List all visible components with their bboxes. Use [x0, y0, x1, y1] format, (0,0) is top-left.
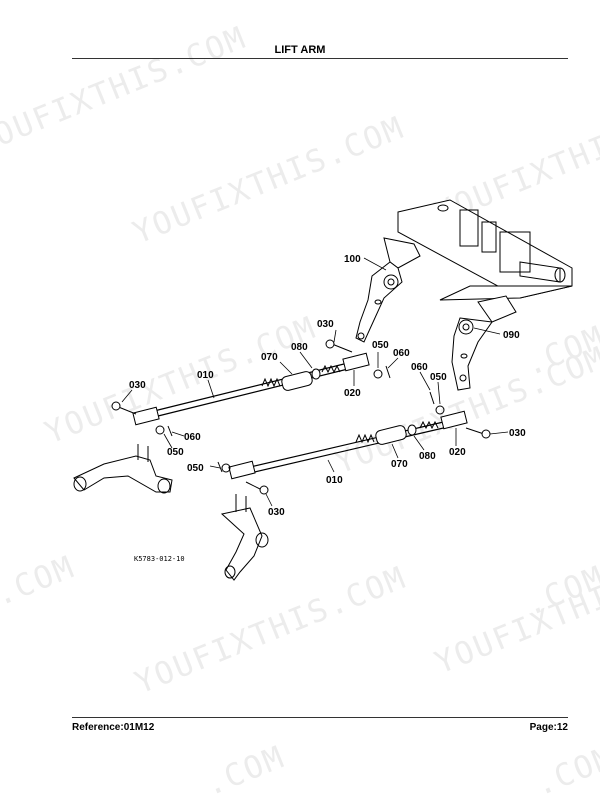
leader-lines	[121, 257, 509, 507]
callout-label: 020	[449, 447, 466, 458]
callout-label: 050	[187, 463, 204, 474]
upper-rod-assembly	[111, 339, 391, 437]
callout-label: 030	[317, 319, 334, 330]
callout-label: 030	[509, 428, 526, 439]
callout-label: 050	[430, 372, 447, 383]
frame-plate	[397, 199, 573, 301]
callout-label: 080	[419, 451, 436, 462]
callout-label: 010	[197, 370, 214, 381]
callout-label: 050	[167, 447, 184, 458]
lift-arm-090	[451, 295, 517, 391]
callout-label: 080	[291, 342, 308, 353]
lower-link-right	[220, 494, 269, 581]
callout-label: 060	[184, 432, 201, 443]
callout-label: 030	[129, 380, 146, 391]
callout-label: 070	[391, 459, 408, 470]
callout-label: 030	[268, 507, 285, 518]
header-rule	[72, 58, 568, 59]
lift-arm-diagram: 100 090 030 070 080 050 060 010 020 030 …	[73, 199, 573, 581]
lower-link-left	[73, 444, 173, 494]
lower-rod-assembly	[217, 391, 491, 495]
callout-label: 090	[503, 330, 520, 341]
footer-rule	[72, 717, 568, 718]
figure-code: K5783-012-10	[134, 555, 185, 563]
callout-label: 020	[344, 388, 361, 399]
callout-label: 060	[393, 348, 410, 359]
callout-label: 050	[372, 340, 389, 351]
callout-label: 100	[344, 254, 361, 265]
callout-label: 010	[326, 475, 343, 486]
footer-reference: Reference:01M12	[72, 722, 155, 733]
page-title: LIFT ARM	[274, 44, 326, 56]
lift-arm-100	[355, 237, 421, 343]
footer-page: Page:12	[529, 722, 568, 733]
callout-label: 070	[261, 352, 278, 363]
callout-label: 060	[411, 362, 428, 373]
